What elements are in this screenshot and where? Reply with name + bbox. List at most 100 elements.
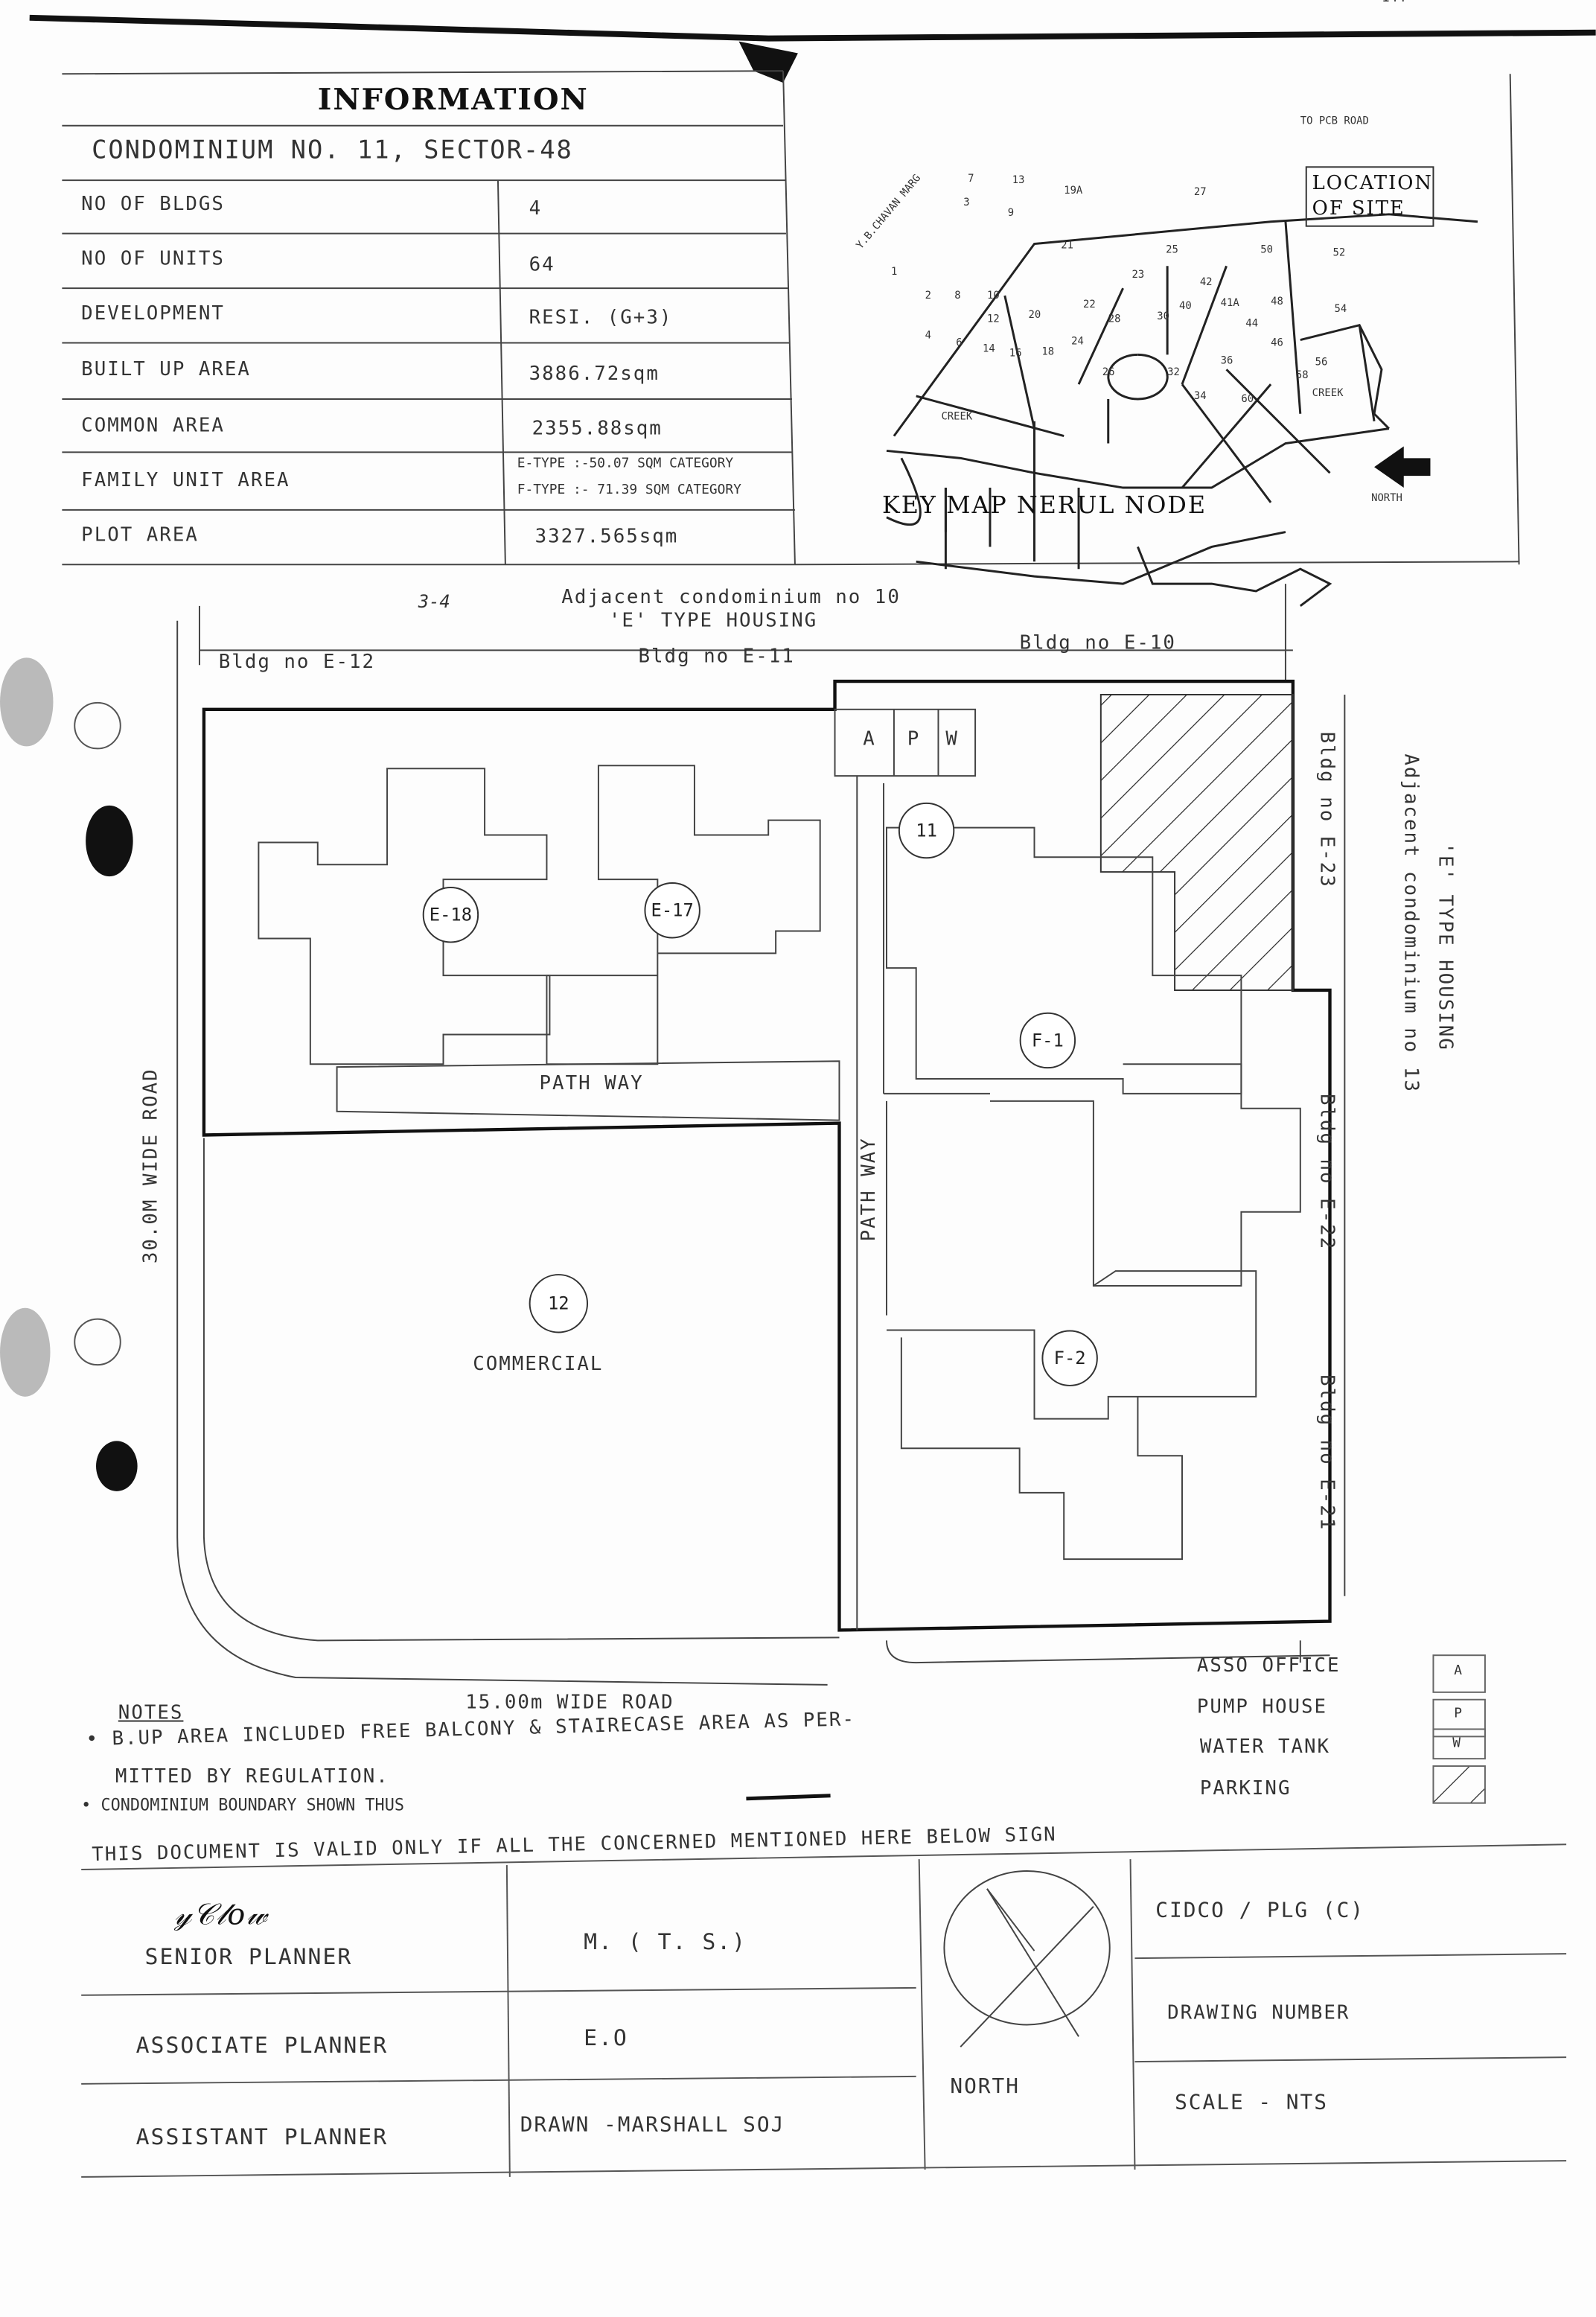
sector-number: 50	[1260, 243, 1273, 256]
creek-label: CREEK	[941, 410, 973, 423]
info-label: NO OF BLDGS	[81, 194, 225, 216]
bldg-label-e22: Bldg no E-22	[1315, 1093, 1338, 1251]
info-value: 64	[529, 254, 555, 277]
bldg-label-e10: Bldg no E-10	[1019, 632, 1176, 655]
scale-label: SCALE - NTS	[1175, 2091, 1328, 2115]
bldg-label-e11: Bldg no E-11	[638, 646, 795, 669]
punch-hole	[74, 1318, 121, 1366]
sector-number: 9	[1007, 206, 1015, 219]
sector-number: 25	[1166, 243, 1178, 256]
info-value: 3886.72sqm	[529, 363, 660, 386]
sector-number: 48	[1271, 296, 1283, 307]
bldg-label-e23: Bldg no E-23	[1315, 731, 1338, 888]
north-arrow-icon	[1374, 446, 1431, 488]
sector-number: 40	[1179, 299, 1192, 312]
road-label: TO PCB ROAD	[1300, 115, 1369, 127]
legend-symbol: P	[1454, 1706, 1463, 1722]
adjacent-right-type: 'E' TYPE HOUSING	[1433, 842, 1456, 1051]
sector-number: 26	[1102, 366, 1115, 379]
sector-number: 8	[954, 290, 961, 302]
punch-hole	[74, 701, 121, 750]
info-title: INFORMATION	[317, 81, 589, 117]
sector-number: 44	[1245, 317, 1259, 330]
building-marker-e18: E-18	[422, 887, 479, 943]
sector-number: 54	[1334, 302, 1347, 315]
info-value: 4	[529, 197, 543, 220]
ink-blot	[86, 805, 133, 877]
sector-number: 56	[1315, 356, 1328, 369]
sector-number: 19A	[1064, 185, 1083, 197]
sector-number: 2	[925, 290, 931, 302]
cidco-label: CIDCO / PLG (C)	[1155, 1899, 1365, 1923]
associate-planner-label: ASSOCIATE PLANNER	[135, 2032, 389, 2059]
sector-number: 27	[1193, 186, 1207, 198]
sector-number: 28	[1108, 313, 1121, 325]
sector-number: 16	[1009, 347, 1022, 360]
pump-house-marker: P	[907, 728, 921, 751]
info-value: E-TYPE :-50.07 SQM CATEGORY	[517, 456, 734, 472]
key-map-drawing	[886, 213, 1478, 608]
key-map-title: KEY MAP NERUL NODE	[882, 491, 1207, 519]
legend-label: WATER TANK	[1199, 1736, 1331, 1759]
north-compass-icon	[943, 1870, 1111, 2047]
notes-heading: NOTES	[118, 1702, 184, 1725]
mts-label: M. ( T. S.)	[584, 1928, 747, 1956]
senior-planner-label: SENIOR PLANNER	[144, 1943, 353, 1971]
sector-number: 21	[1061, 239, 1073, 252]
sector-number: 10	[986, 290, 1000, 302]
sector-number: 60	[1241, 393, 1254, 405]
water-tank-marker: W	[945, 728, 959, 751]
road-30m-label: 30.0M WIDE ROAD	[140, 1068, 163, 1264]
parking-area	[1099, 693, 1294, 991]
info-label: PLOT AREA	[81, 524, 199, 547]
location-of-site-box	[1305, 166, 1434, 227]
smudge	[0, 657, 54, 747]
sector-number: 23	[1131, 269, 1145, 281]
sector-number: 32	[1167, 366, 1180, 379]
location-of-site-label: LOCATION OF SITE	[1312, 173, 1433, 220]
info-label: COMMON AREA	[81, 415, 225, 438]
sector-number: 14	[983, 342, 995, 355]
building-marker-e17: E-17	[644, 882, 700, 939]
commercial-label: COMMERCIAL	[473, 1354, 604, 1377]
building-marker-f2: F-2	[1041, 1330, 1098, 1386]
creek-label: CREEK	[1312, 387, 1344, 399]
sector-number: 34	[1193, 390, 1207, 402]
sector-number: 22	[1083, 298, 1096, 310]
sector-number: 7	[968, 173, 974, 185]
sector-number: 42	[1199, 276, 1213, 289]
assistant-planner-label: ASSISTANT PLANNER	[135, 2123, 389, 2151]
legend-symbol: W	[1452, 1736, 1461, 1752]
sector-number: 24	[1071, 335, 1084, 348]
pathway-horizontal-label: PATH WAY	[539, 1073, 644, 1095]
sector-number: 1	[890, 266, 898, 278]
info-label: FAMILY UNIT AREA	[81, 470, 290, 493]
eo-label: E.O	[584, 2024, 628, 2052]
road-15m-label: 15.00m WIDE ROAD	[465, 1692, 674, 1715]
sector-number: 36	[1220, 354, 1233, 367]
sector-number: 46	[1271, 337, 1283, 349]
page-mark: 144	[1382, 0, 1405, 6]
smudge	[0, 1307, 51, 1397]
adjacent-condominium-label: Adjacent condominium no 10	[561, 587, 901, 609]
sector-number: 3	[963, 197, 970, 208]
boundary-sample-line	[746, 1794, 831, 1801]
adjacent-type-label: 'E' TYPE HOUSING	[608, 610, 818, 633]
legend-label: PUMP HOUSE	[1196, 1696, 1328, 1719]
asso-office-marker: A	[863, 728, 876, 751]
sector-number: 58	[1295, 369, 1309, 382]
note-line: • CONDOMINIUM BOUNDARY SHOWN THUS	[81, 1795, 404, 1815]
drawing-number-label: DRAWING NUMBER	[1167, 2002, 1350, 2025]
sector-number: 52	[1332, 246, 1346, 259]
condominium-title: CONDOMINIUM NO. 11, SECTOR-48	[92, 136, 573, 166]
north-label: NORTH	[1371, 492, 1402, 504]
sector-number: 6	[956, 337, 963, 349]
condominium-boundary	[202, 679, 1332, 1632]
bldg-label-e12: Bldg no E-12	[218, 651, 376, 675]
info-value: 3327.565sqm	[534, 526, 679, 549]
pathway-vertical-label: PATH WAY	[858, 1137, 881, 1242]
legend-label: PARKING	[1199, 1777, 1292, 1800]
info-value: F-TYPE :- 71.39 SQM CATEGORY	[517, 483, 741, 498]
